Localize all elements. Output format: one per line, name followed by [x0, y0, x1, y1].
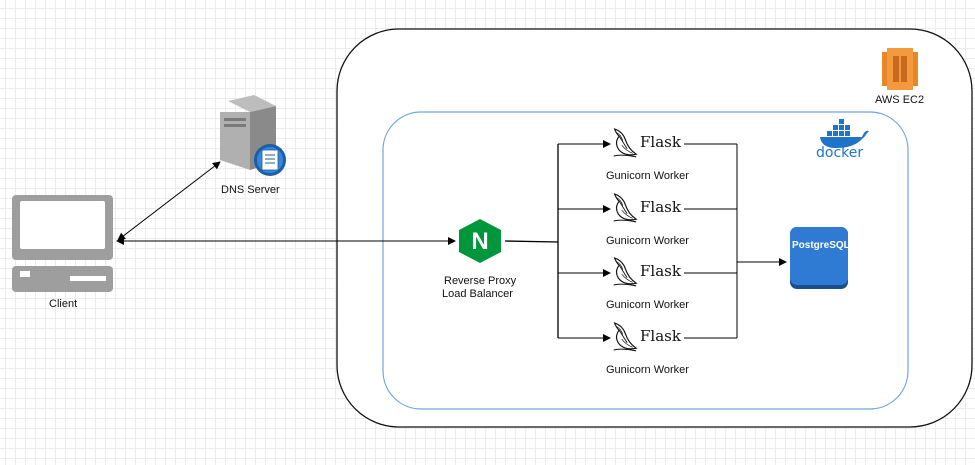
- ec2-label: AWS EC2: [875, 94, 925, 106]
- proxy-label-line2: Load Balancer: [442, 288, 513, 300]
- desktop-computer-icon: [12, 195, 113, 292]
- worker-label: Gunicorn Worker: [606, 170, 689, 182]
- nginx-icon: N: [459, 219, 501, 263]
- database-icon: [790, 227, 848, 289]
- client-label: Client: [49, 298, 78, 310]
- docker-icon: [820, 119, 869, 148]
- worker-label: Gunicorn Worker: [606, 299, 689, 311]
- proxy-worker-connectors: [504, 144, 559, 338]
- dns-server-label: DNS Server: [221, 184, 280, 196]
- client-dns-connector: [117, 161, 221, 241]
- proxy-label-line1: Reverse Proxy: [444, 275, 517, 287]
- flask-logo-text: Flask: [640, 327, 681, 345]
- svg-text:N: N: [471, 228, 488, 255]
- database-label: PostgreSQL: [792, 240, 850, 251]
- ec2-container: [336, 28, 973, 428]
- aws-ec2-icon: [882, 48, 918, 90]
- docker-label: docker: [816, 145, 864, 161]
- flask-logo-text: Flask: [640, 262, 681, 280]
- worker-label: Gunicorn Worker: [606, 364, 689, 376]
- server-icon: [220, 95, 286, 176]
- flask-logo-text: Flask: [640, 198, 681, 216]
- proxy-worker-arrows: [558, 140, 611, 342]
- worker-label: Gunicorn Worker: [606, 235, 689, 247]
- worker-db-connectors: [684, 143, 787, 339]
- docker-container: [382, 111, 909, 410]
- flask-logo-text: Flask: [640, 133, 681, 151]
